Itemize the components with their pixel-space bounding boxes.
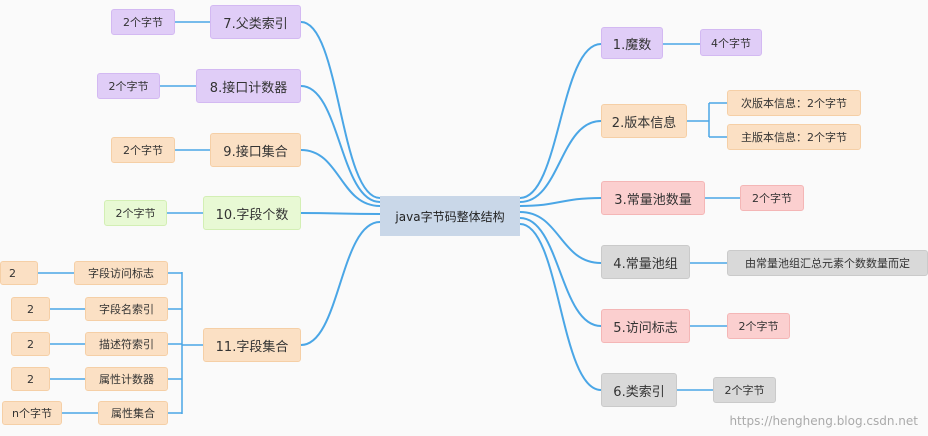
node-interfaces: 9.接口集合	[210, 133, 301, 167]
node-interface-count: 8.接口计数器	[196, 69, 301, 103]
node-class-index: 6.类索引	[601, 373, 677, 407]
class-index-size: 2个字节	[713, 377, 776, 403]
node-version-info: 2.版本信息	[601, 104, 687, 138]
magic-number-size: 4个字节	[700, 29, 762, 56]
node-fields: 11.字段集合	[203, 328, 301, 362]
interface-count-size: 2个字节	[97, 73, 160, 99]
attributes-size: n个字节	[2, 401, 62, 425]
node-access-flags: 5.访问标志	[601, 309, 690, 343]
interfaces-size: 2个字节	[111, 137, 175, 163]
node-magic-number: 1.魔数	[601, 27, 663, 59]
super-class-index-size: 2个字节	[111, 9, 175, 35]
field-access-flags: 字段访问标志	[74, 261, 168, 285]
access-flags-size: 2个字节	[727, 313, 790, 339]
field-name-index-size: 2	[11, 297, 50, 321]
field-access-flags-size: 2	[0, 261, 38, 285]
root-node: java字节码整体结构	[380, 196, 520, 236]
node-constant-pool-count: 3.常量池数量	[601, 181, 705, 215]
major-version-size: 主版本信息：2个字节	[727, 124, 861, 150]
node-super-class-index: 7.父类索引	[210, 5, 301, 39]
constant-pool-count-size: 2个字节	[740, 185, 804, 211]
attribute-count-size: 2	[11, 367, 50, 391]
field-name-index: 字段名索引	[85, 297, 168, 321]
descriptor-index: 描述符索引	[85, 332, 168, 356]
fields-count-size: 2个字节	[104, 200, 167, 226]
node-constant-pool: 4.常量池组	[601, 245, 690, 279]
watermark: https://hengheng.blog.csdn.net	[729, 414, 918, 428]
attribute-count: 属性计数器	[85, 367, 168, 391]
constant-pool-size: 由常量池组汇总元素个数数量而定	[727, 250, 928, 276]
attributes: 属性集合	[98, 401, 168, 425]
minor-version-size: 次版本信息：2个字节	[727, 90, 861, 116]
node-fields-count: 10.字段个数	[203, 196, 301, 230]
descriptor-index-size: 2	[11, 332, 50, 356]
